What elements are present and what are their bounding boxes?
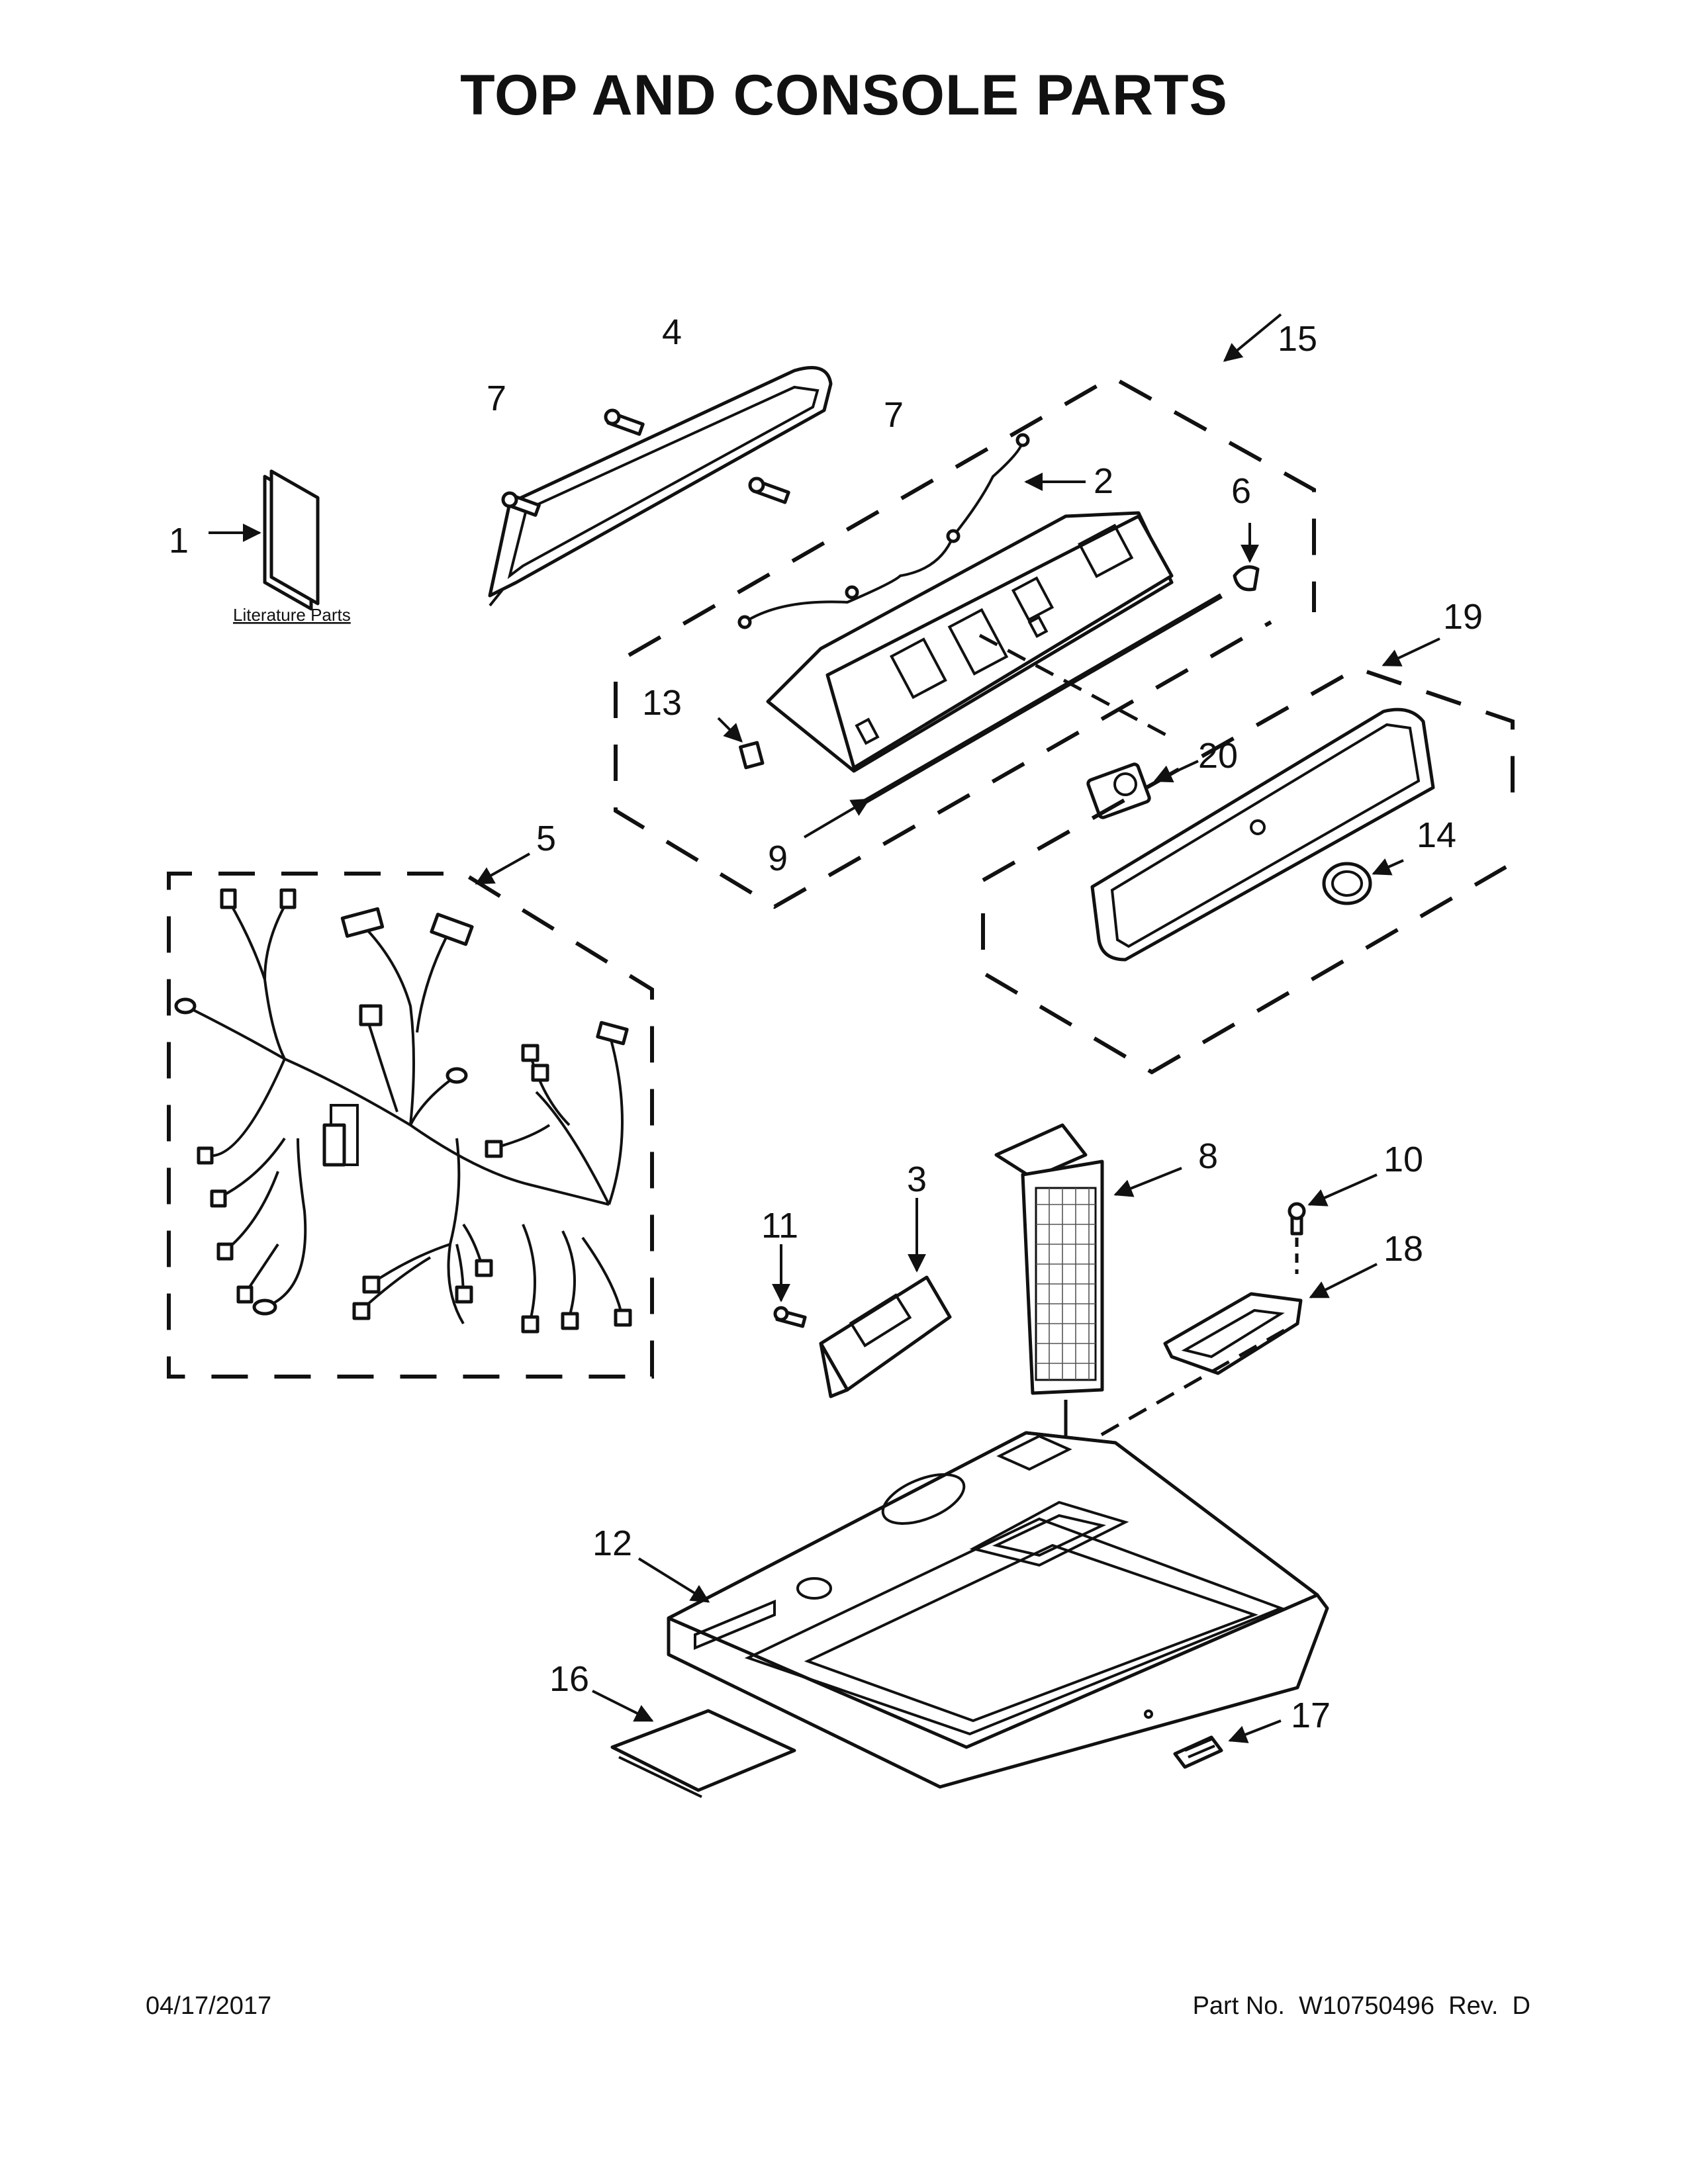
page-title: TOP AND CONSOLE PARTS <box>460 64 1228 127</box>
callout-7b: 7 <box>884 395 904 435</box>
clip-part-6 <box>1233 523 1260 592</box>
callout-1: 1 <box>169 521 189 561</box>
callout-19: 19 <box>1443 597 1483 637</box>
callout-20: 20 <box>1198 736 1238 776</box>
callout-13: 13 <box>642 683 682 723</box>
screw-part-11 <box>772 1244 807 1328</box>
knob-part-14 <box>1322 858 1404 905</box>
literature-parts: Literature Parts <box>209 469 351 625</box>
callout-10: 10 <box>1383 1140 1423 1179</box>
callout-14: 14 <box>1417 815 1456 855</box>
module-part-20 <box>978 633 1199 819</box>
callout-16: 16 <box>549 1659 589 1699</box>
callout-9: 9 <box>768 839 788 878</box>
callout-12: 12 <box>592 1524 632 1563</box>
screw-part-7-b <box>501 491 541 517</box>
footer-part-number: Part No. W10750496 Rev. D <box>1192 1992 1530 2020</box>
rod-part-9 <box>803 593 1223 839</box>
screw-part-7-c <box>748 477 790 504</box>
callout-17: 17 <box>1291 1696 1331 1735</box>
literature-parts-label: Literature Parts <box>233 605 351 625</box>
callout-8: 8 <box>1198 1136 1218 1176</box>
top-panel-part-12 <box>637 1431 1329 1789</box>
callout-3: 3 <box>907 1160 927 1199</box>
callout-6: 6 <box>1231 471 1251 511</box>
wire-part-2 <box>743 439 1024 623</box>
callout-18: 18 <box>1383 1229 1423 1269</box>
screw-part-10 <box>1288 1173 1378 1274</box>
clip-part-13 <box>717 717 765 770</box>
control-panel-group-outline <box>982 666 1515 882</box>
callout-5: 5 <box>536 819 556 858</box>
callout-4: 4 <box>662 312 682 352</box>
callout-15: 15 <box>1278 319 1317 359</box>
console-panel <box>766 511 1174 773</box>
callout-11: 11 <box>761 1206 798 1246</box>
console-cap-part-4 <box>488 366 833 607</box>
wire-harness-part-5 <box>174 888 632 1334</box>
vent-part-18 <box>1098 1263 1378 1438</box>
pad-part-16 <box>592 1690 796 1798</box>
wire-harness-group-outline <box>167 872 654 1379</box>
control-panel-part-19 <box>1090 707 1435 962</box>
callout-2: 2 <box>1094 461 1113 501</box>
screw-part-7-a <box>604 408 645 436</box>
console-group-outline <box>628 375 1316 657</box>
callout-7a: 7 <box>487 379 506 418</box>
lint-screen-part-8 <box>994 1123 1182 1439</box>
footer-date: 04/17/2017 <box>146 1992 272 2020</box>
control-board-part-3 <box>819 1198 952 1398</box>
grille-part-17 <box>1173 1719 1282 1769</box>
